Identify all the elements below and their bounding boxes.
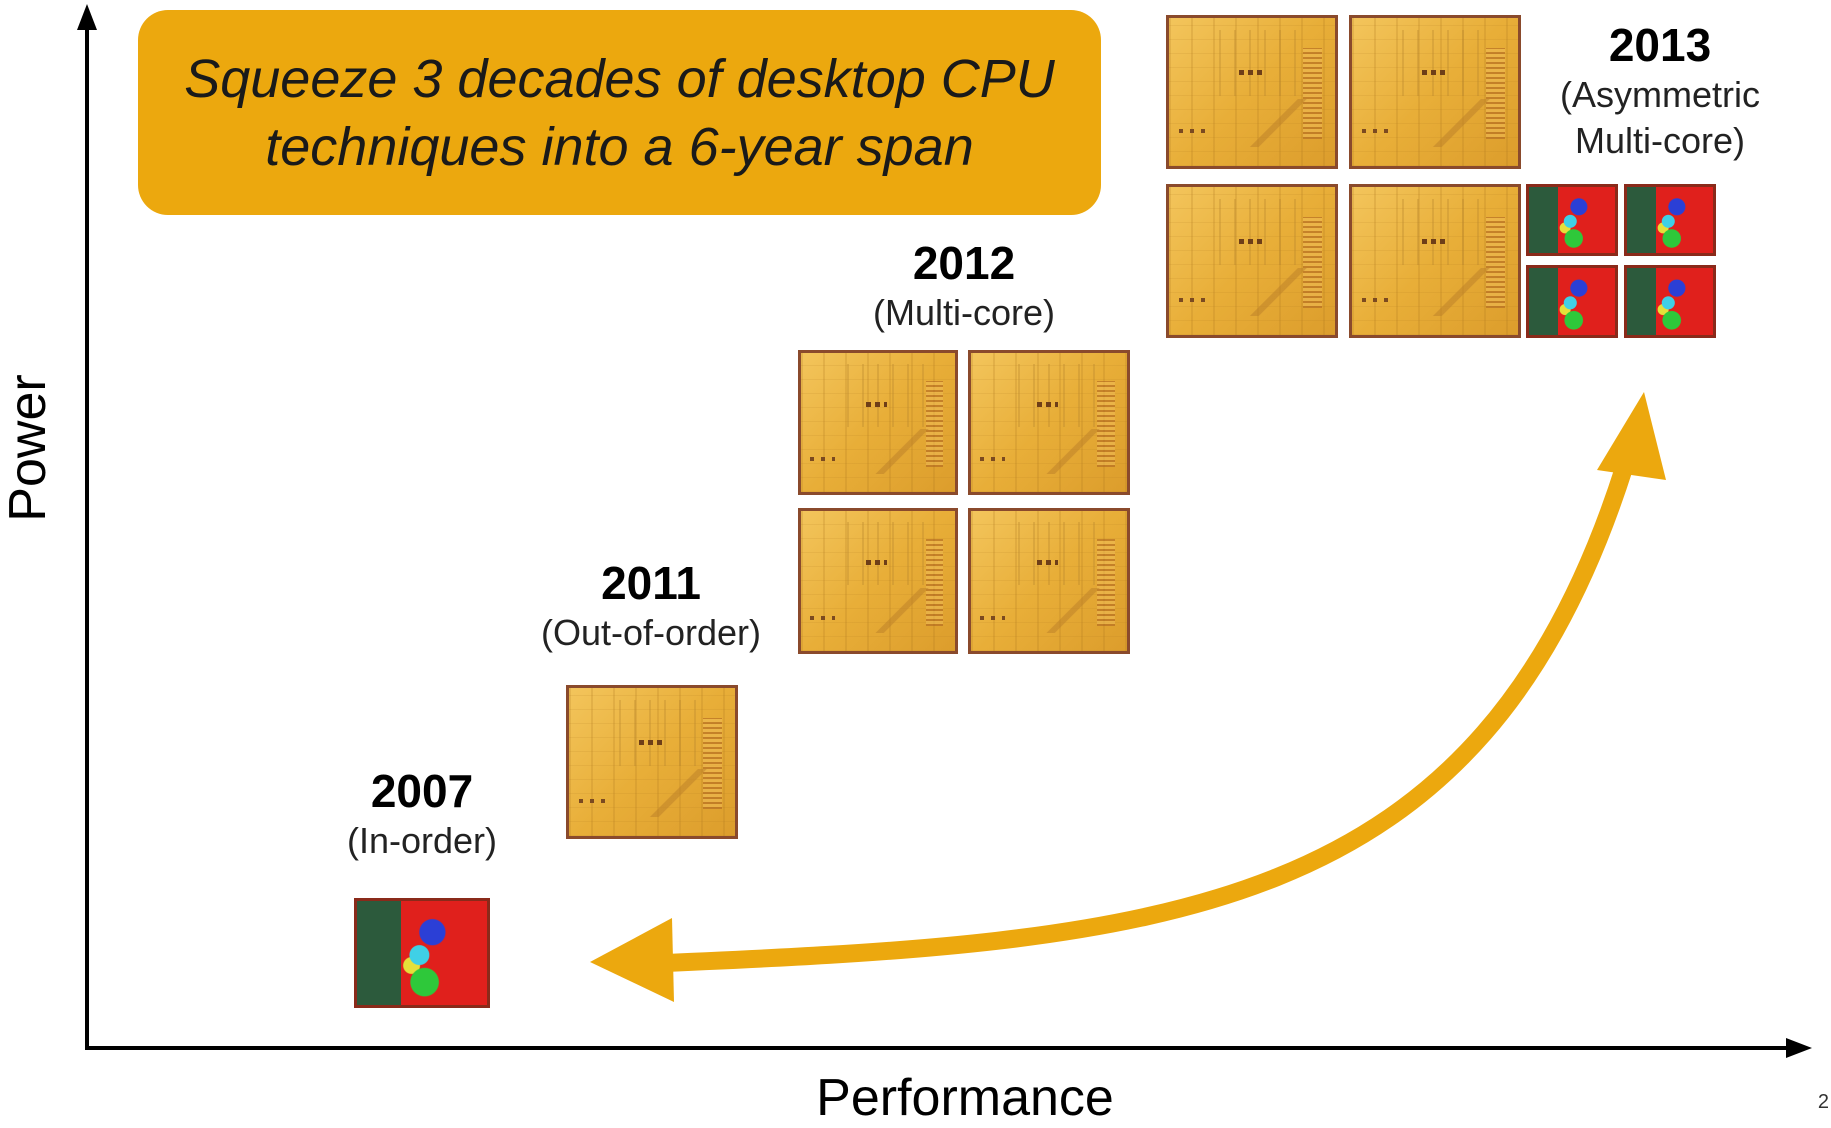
tradeoff-arrowhead-right <box>1597 392 1666 480</box>
callout-line-1: Squeeze 3 decades of desktop CPU <box>184 48 1055 109</box>
milestone-year: 2011 <box>601 557 701 609</box>
tradeoff-curve <box>631 459 1633 973</box>
milestone-2013-label: 2013 (Asymmetric Multi-core) <box>1560 18 1760 164</box>
x-axis-label: Performance <box>816 1069 1114 1127</box>
milestone-2011-label: 2011 (Out-of-order) <box>541 556 761 656</box>
little-core-die-image <box>1624 184 1716 256</box>
multicore-die-image <box>798 508 958 654</box>
milestone-desc: (Multi-core) <box>872 292 1056 333</box>
big-core-die-image <box>1349 184 1521 338</box>
multicore-die-image <box>968 508 1130 654</box>
in-order-core-die-image <box>354 898 490 1008</box>
callout-line-2: techniques into a 6-year span <box>265 116 974 177</box>
milestone-desc: (Out-of-order) <box>540 612 762 653</box>
little-core-die-image <box>1526 265 1618 338</box>
little-core-die-image <box>1526 184 1618 256</box>
milestone-year: 2007 <box>370 765 474 817</box>
page-number: 2 <box>1817 1091 1829 1113</box>
big-core-die-image <box>1349 15 1521 169</box>
tradeoff-arrowhead-left <box>590 918 674 1002</box>
y-axis-arrowhead <box>77 4 97 30</box>
milestone-desc: (In-order) <box>346 820 498 861</box>
milestone-year: 2013 <box>1608 19 1712 71</box>
y-axis-label: Power <box>0 374 57 522</box>
x-axis-arrowhead <box>1786 1038 1812 1058</box>
milestone-year: 2012 <box>912 237 1016 289</box>
callout-box: Squeeze 3 decades of desktop CPU techniq… <box>138 10 1101 215</box>
big-core-die-image <box>1166 15 1338 169</box>
big-core-die-image <box>1166 184 1338 338</box>
little-core-die-image <box>1624 265 1716 338</box>
multicore-die-image <box>798 350 958 495</box>
milestone-2012-label: 2012 (Multi-core) <box>873 236 1055 336</box>
milestone-desc-line-1: (Asymmetric <box>1560 74 1760 115</box>
multicore-die-image <box>968 350 1130 495</box>
milestone-2007-label: 2007 (In-order) <box>347 764 497 864</box>
ooo-core-die-image <box>566 685 738 839</box>
milestone-desc-line-2: Multi-core) <box>1574 120 1745 161</box>
